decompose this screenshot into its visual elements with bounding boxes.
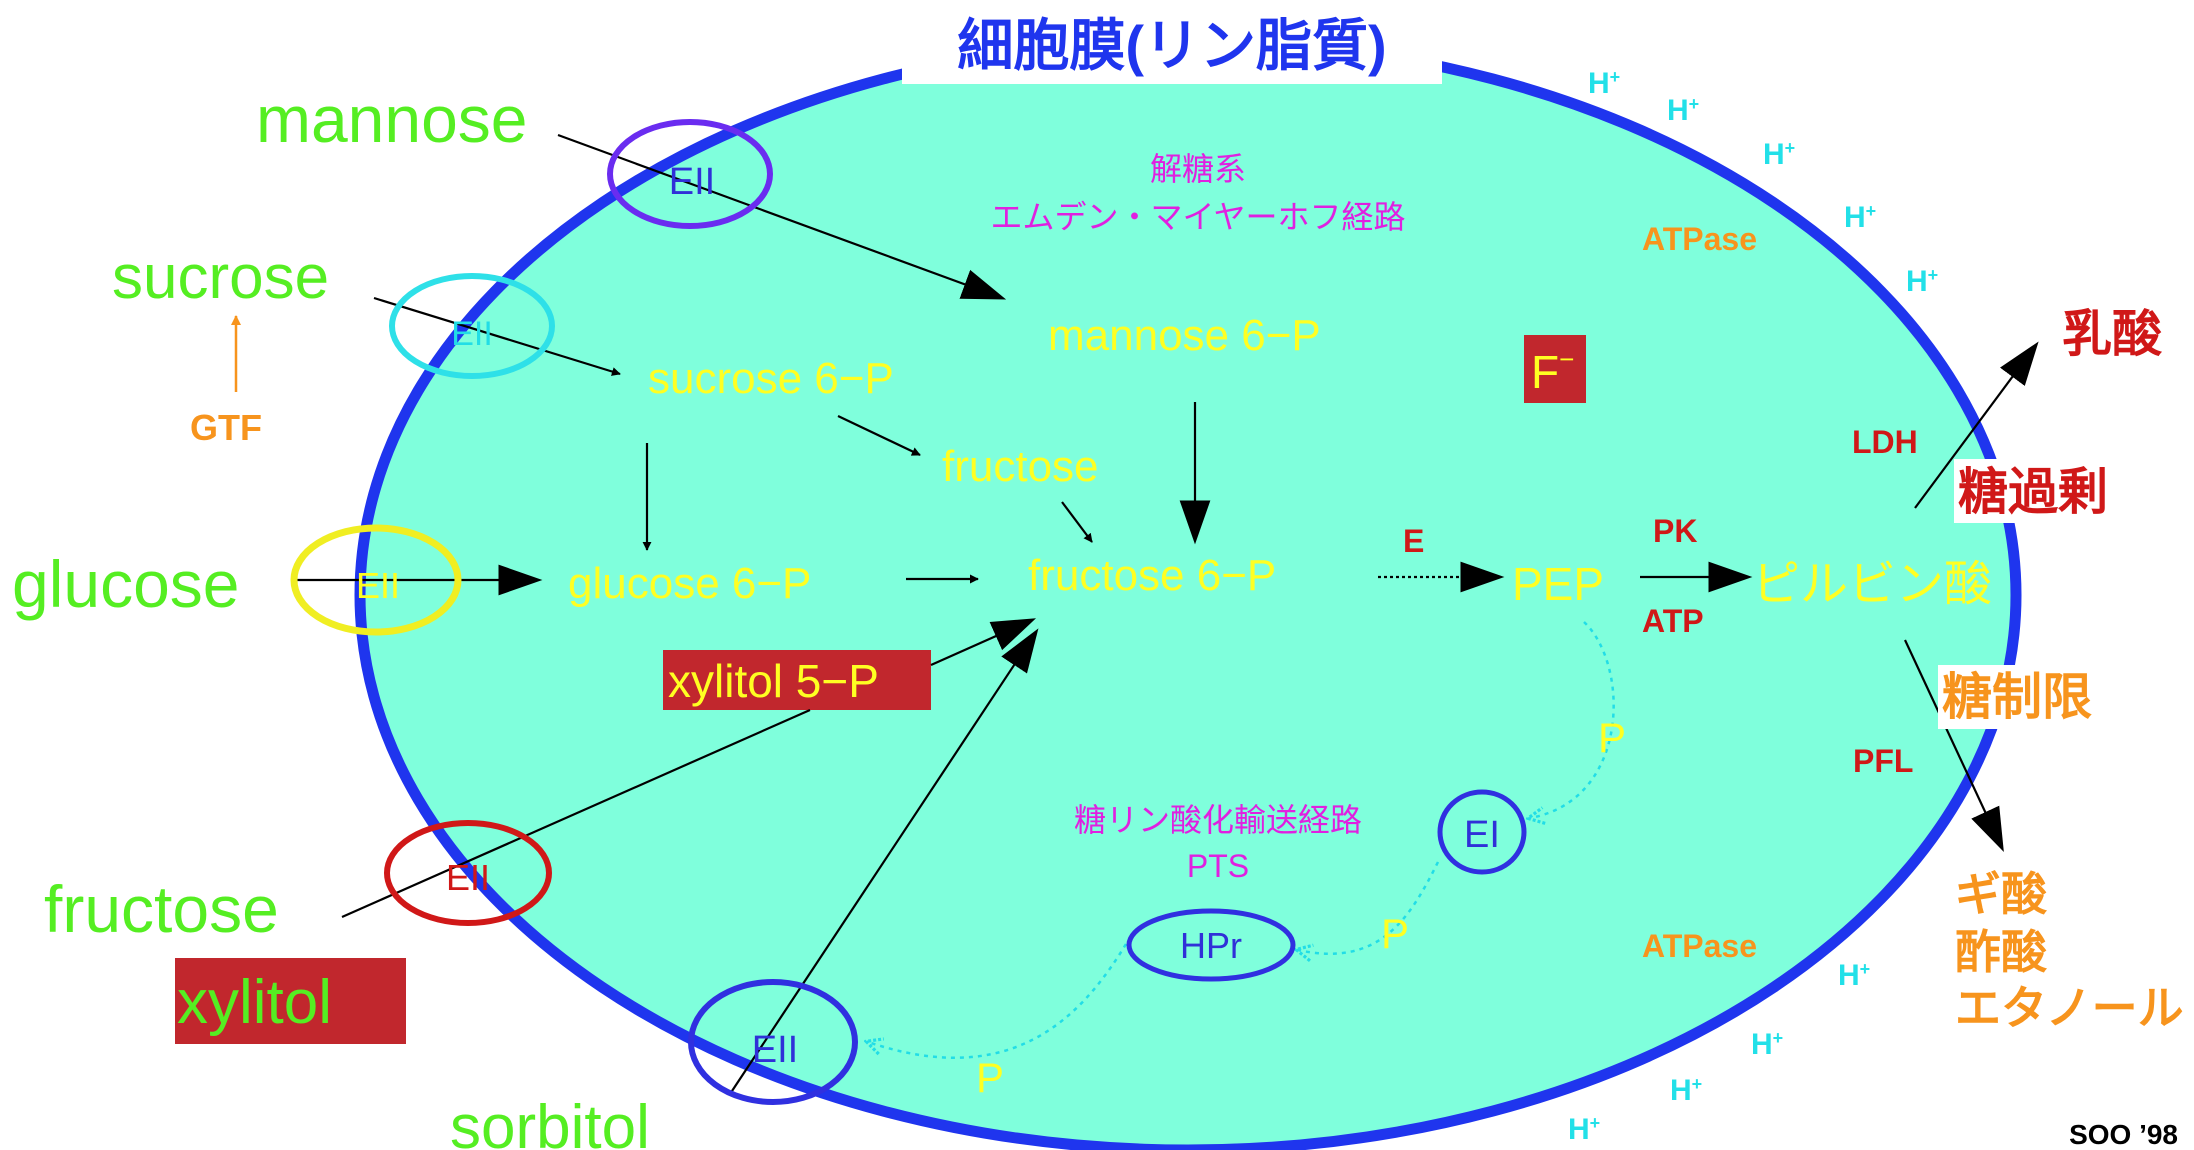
proton-labels: H+ H+ H+ H+ H+ H+ H+ H+ H+ [1568,67,1938,1146]
phosphate-label-pep: P [1598,714,1626,761]
relay-ei-to-hpr [1298,861,1440,954]
transporter-ring [688,979,858,1105]
proton-label: H+ [1588,67,1620,100]
transporter-ring [290,524,462,636]
proton-label: H+ [1670,1074,1702,1107]
ethanol-label: エタノール [1955,982,2184,1034]
atp-label: ATP [1642,603,1704,639]
glucose-label: glucose [12,547,240,621]
hpr-protein: HPr [1126,908,1296,982]
sugar-limit-label: 糖制限 [1942,669,2092,725]
eii-label: EII [446,857,490,898]
arrow-sucrose6p-to-fructose [837,415,921,456]
fructose-label: fructose [44,872,279,946]
eii-label: EII [669,161,715,203]
phosphate-label-ei: P [1381,910,1409,957]
gtf-label: GTF [190,407,262,448]
enzyme-e-label: E [1403,523,1424,559]
proton-label: H+ [1844,201,1876,234]
arrow-mannose-to-mannose6p [557,133,1007,300]
transporter-ring [1126,908,1296,982]
atpase-bottom-label: ATPase [1642,928,1757,964]
proton-label: H+ [1906,265,1938,298]
pathway-arrows [292,133,2039,1095]
eii-label: EII [752,1029,798,1071]
xylitol-5p-backdrop [663,650,931,710]
sucrose-6p-label: sucrose 6−P [648,354,894,403]
fluoride-backdrop [1524,335,1586,403]
lactate-label: 乳酸 [2062,306,2163,362]
mannose-6p-label: mannose 6−P [1048,311,1321,360]
author-credit: SOO ’98 [2069,1119,2178,1150]
eii-transporter-fructose: EII [384,820,552,926]
glycolysis-title: 解糖系 [1150,151,1246,187]
pts-title: 糖リン酸化輸送経路 [1074,802,1362,838]
proton-label: H+ [1763,138,1795,171]
pts-relay [868,621,1615,1058]
proton-label: H+ [1751,1028,1783,1061]
xylitol-backdrop [175,958,406,1044]
fructose-intracellular-label: fructose [942,442,1099,491]
acetate-label: 酢酸 [1955,926,2048,978]
pfl-label: PFL [1853,743,1913,779]
eii-label: EII [356,565,400,606]
fluoride-label: F− [1531,344,1574,398]
phosphate-label-hpr: P [976,1054,1004,1101]
relay-hpr-to-eii [868,943,1128,1058]
transporter-ring [389,273,555,379]
arrow-fructose-to-fructose6p [1061,501,1093,543]
proton-label: H+ [1667,94,1699,127]
glycolysis-subtitle: エムデン・マイヤーホフ経路 [990,199,1405,235]
pts-subtitle: PTS [1187,848,1249,884]
transporter-ring [1437,789,1527,875]
ei-label: EI [1464,814,1500,856]
mannose-label: mannose [256,82,528,156]
eii-transporter-sorbitol: EII [688,979,858,1105]
hpr-label: HPr [1180,925,1242,966]
glucose-6p-label: glucose 6−P [568,559,811,608]
xylitol-label: xylitol [177,968,332,1037]
arrow-xylitol5p-to-fructose6p [930,618,1037,667]
sucrose-label: sucrose [112,243,329,312]
sugar-excess-backdrop [1954,459,2144,523]
proton-label: H+ [1838,959,1870,992]
ldh-label: LDH [1852,424,1918,460]
arrow-pyruvate-to-lactate [1914,341,2039,509]
arrow-sucrose-to-sucrose6p [373,296,621,376]
xylitol-5p-label: xylitol 5−P [668,655,879,707]
fructose-6p-label: fructose 6−P [1028,551,1276,600]
proton-label: H+ [1568,1113,1600,1146]
pep-label: PEP [1512,558,1604,610]
transporter-ring [384,820,552,926]
pyruvate-label: ピルビン酸 [1752,558,1992,611]
atpase-top-label: ATPase [1642,221,1757,257]
arrow-sorbitol-to-fructose6p [729,628,1039,1095]
eii-transporter-glucose: EII [290,524,462,636]
relay-pep-to-ei [1530,621,1615,818]
arrow-fructose-in [341,708,811,919]
sorbitol-label: sorbitol [450,1093,650,1150]
eii-transporter-sucrose: EII [389,273,555,379]
transporter-ring [607,119,773,229]
pk-label: PK [1653,513,1697,549]
eii-label: EII [451,315,493,353]
eii-transporter-mannose: EII [607,119,773,229]
sugar-excess-label: 糖過剰 [1958,464,2108,520]
membrane-title-backdrop [902,6,1442,84]
ei-enzyme: EI [1437,789,1527,875]
membrane-title: 細胞膜(リン脂質) [957,14,1386,77]
sugar-limit-backdrop [1938,665,2128,729]
formate-label: ギ酸 [1955,868,2048,920]
arrow-pyruvate-to-acids [1904,639,2004,852]
